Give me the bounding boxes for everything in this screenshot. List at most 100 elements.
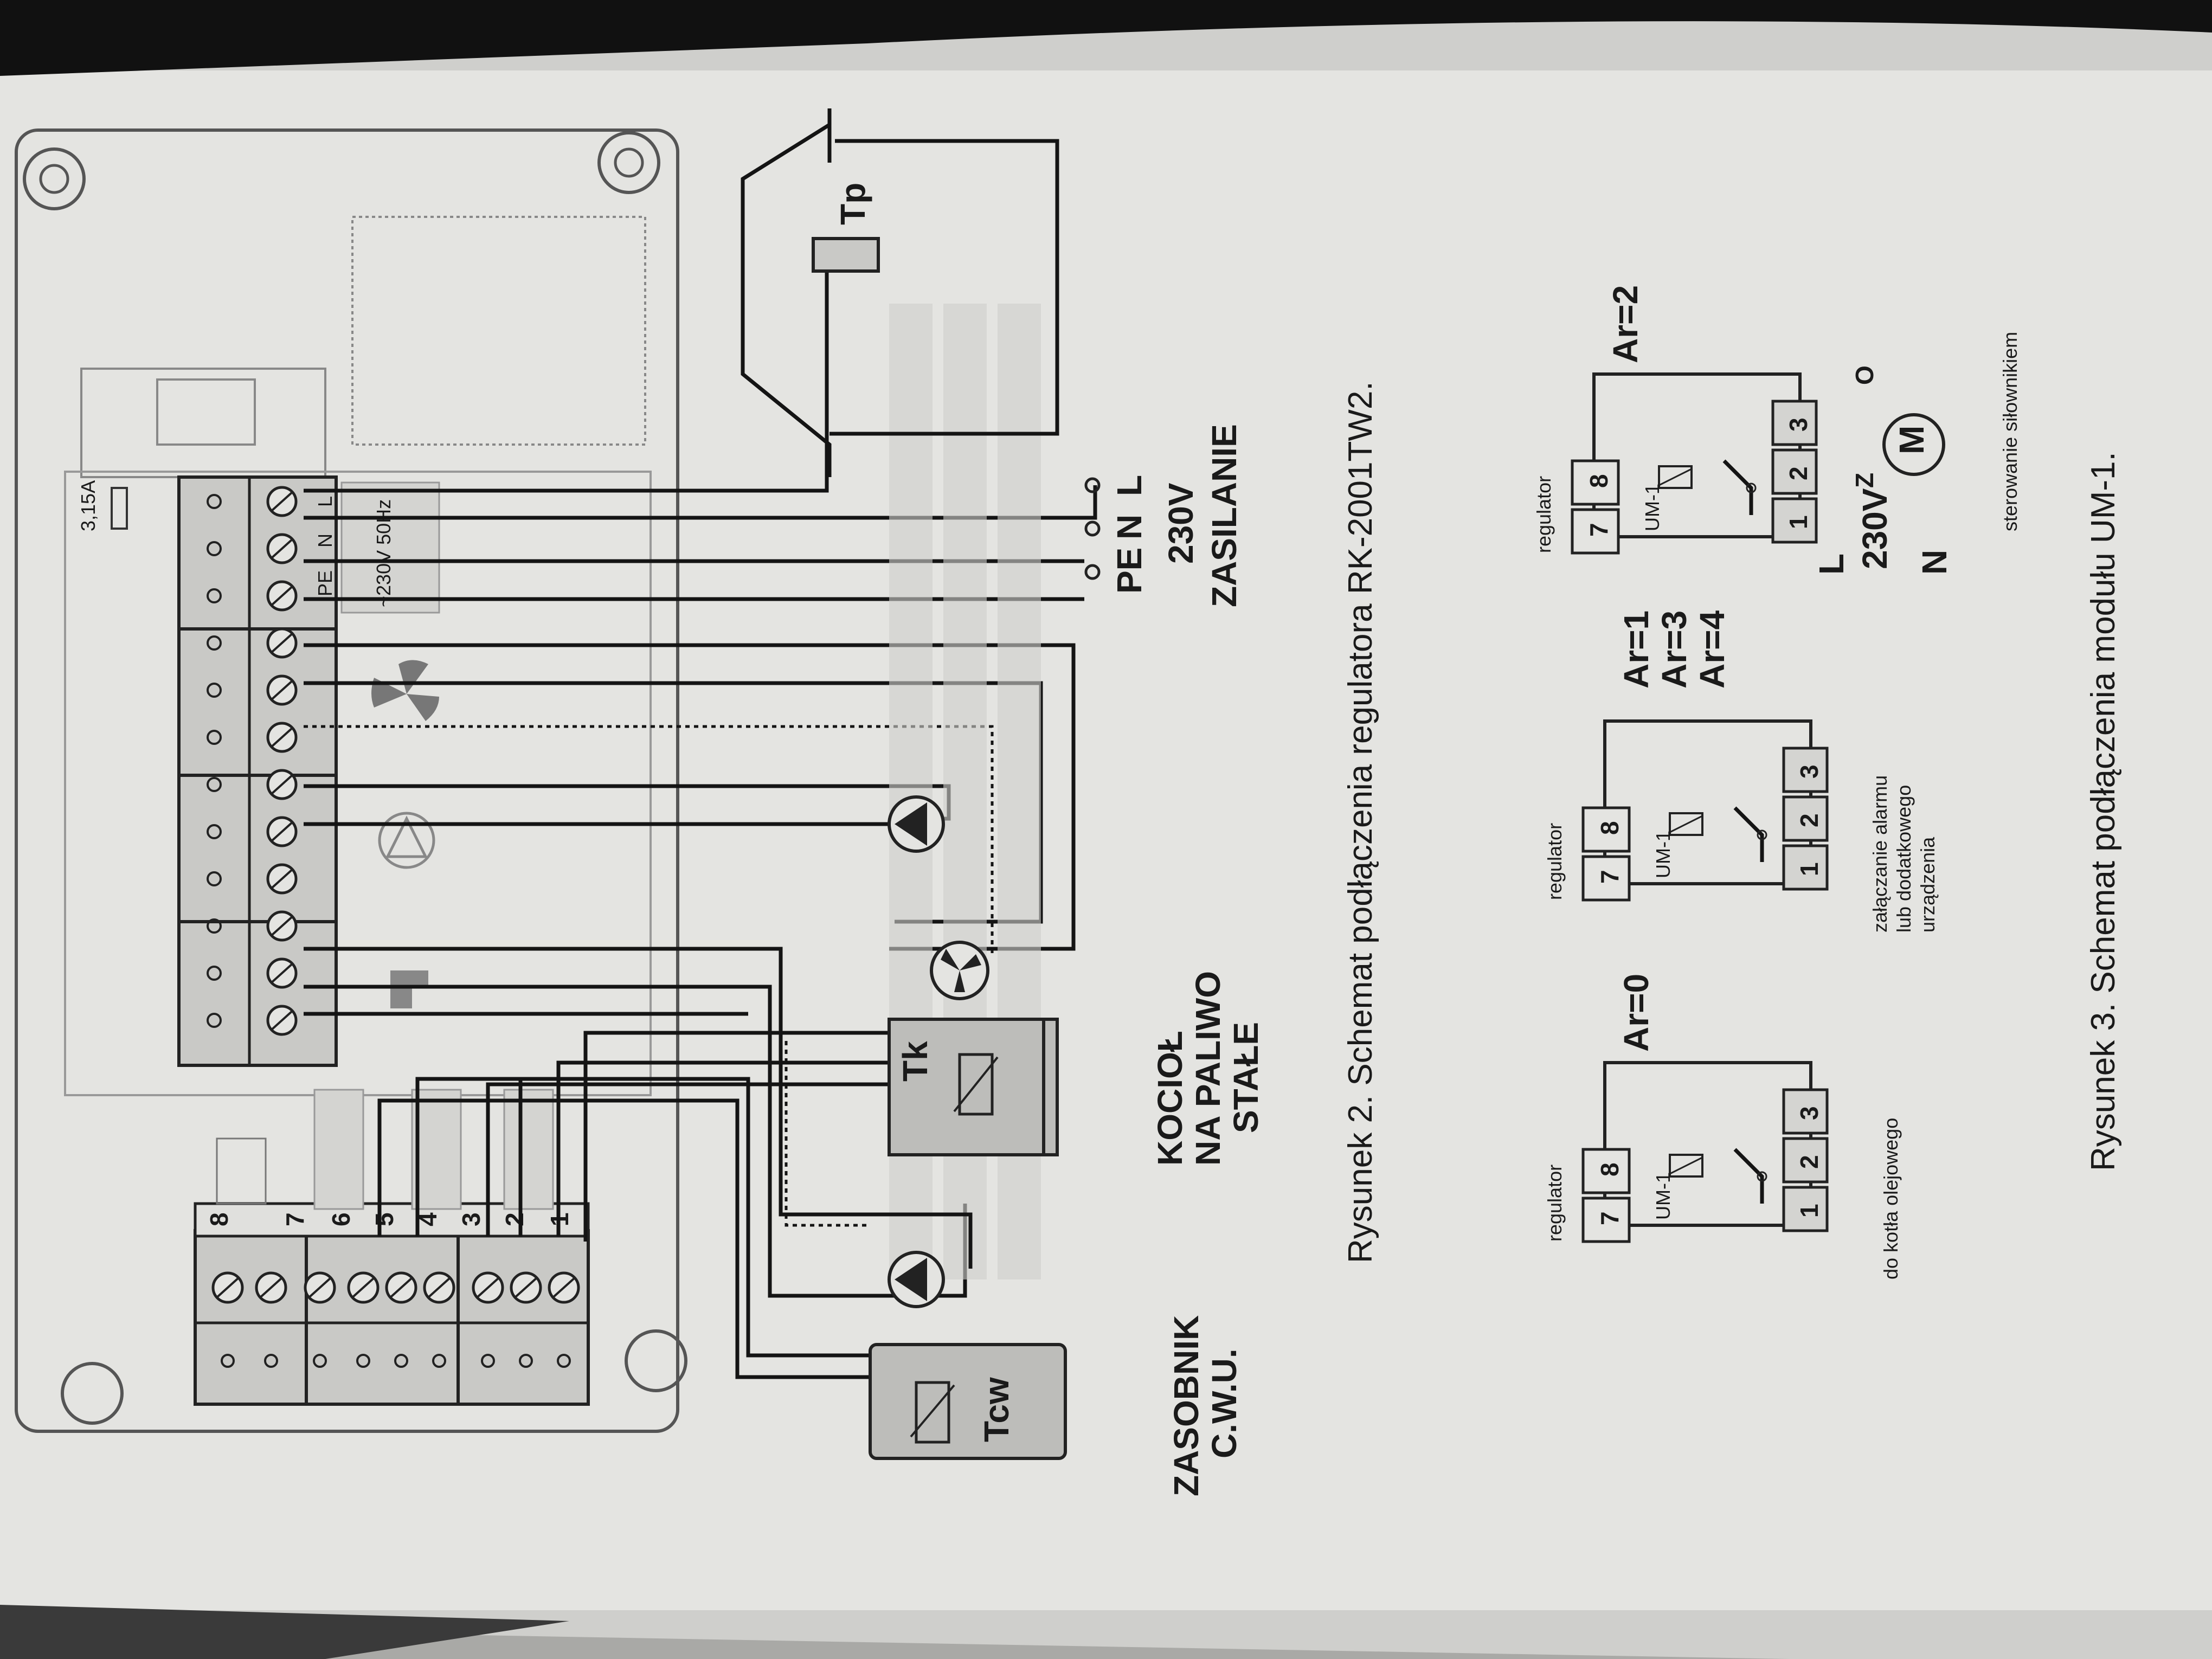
- power-supply: PE N L 230V ZASILANIE: [1084, 424, 1244, 607]
- pump-icon: [378, 812, 435, 869]
- top-terminal-strip: [177, 475, 338, 1067]
- module-mode: Ar=3: [1655, 610, 1694, 689]
- module-pin: 3: [1795, 764, 1823, 779]
- module-neutral-label: N: [1915, 550, 1954, 575]
- module-pin: 2: [1784, 466, 1812, 480]
- power-pin-l: L: [1110, 475, 1149, 496]
- module-pin: 8: [1596, 821, 1624, 835]
- module-description: sterowanie siłownikiem: [1999, 332, 2021, 531]
- boiler-label-2: NA PALIWO: [1188, 971, 1227, 1166]
- screw-hole: [207, 1013, 222, 1028]
- terminal-number: 8: [205, 1212, 233, 1226]
- screw-hole: [207, 494, 222, 509]
- screw-hole: [481, 1354, 495, 1368]
- terminal-pictograms: ~230V 50Hz L N PE: [314, 481, 440, 1008]
- motor-o-label: O: [1850, 365, 1879, 385]
- boiler-fan-icon: [930, 941, 989, 1000]
- screw-hole: [264, 1354, 278, 1368]
- figure3-caption: Rysunek 3. Schemat podłączenia modułu UM…: [2085, 452, 2122, 1171]
- terminal-label-pe: PE: [314, 570, 336, 596]
- module-pin: 3: [1784, 417, 1812, 432]
- screw-hole: [356, 1354, 370, 1368]
- terminal-number: 5: [370, 1212, 398, 1226]
- top-terminal-screws: [207, 486, 298, 1036]
- fuse-label: 3,15A: [77, 480, 99, 531]
- dark-top-edge: [0, 0, 2212, 76]
- screw-hole: [313, 1354, 327, 1368]
- power-voltage: 230V: [1161, 483, 1200, 564]
- module-name: UM-1: [1652, 1172, 1674, 1220]
- bottom-terminal-screws: [211, 1271, 580, 1368]
- module-regulator-label: regulator: [1544, 1165, 1566, 1242]
- screw-hole: [207, 824, 222, 839]
- motor-z-label: Z: [1850, 473, 1879, 488]
- tank-label-1: ZASOBNIK: [1167, 1315, 1206, 1496]
- power-pin-n: N: [1110, 515, 1149, 539]
- screw-hole: [207, 683, 222, 698]
- bottom-terminal-strip: [194, 1202, 590, 1406]
- fuse: 3,15A: [77, 480, 128, 531]
- screw-hole: [207, 918, 222, 934]
- module-mode: Ar=4: [1693, 610, 1732, 689]
- module-pin: 7: [1585, 523, 1613, 537]
- boiler-label-1: KOCIOŁ: [1150, 1031, 1189, 1166]
- module-description: załączanie alarmu: [1869, 775, 1891, 933]
- module-pin: 8: [1596, 1162, 1624, 1176]
- pump-cwu-icon: [884, 1212, 973, 1308]
- module-description: lub dodatkowego: [1893, 785, 1915, 933]
- sensor-tp-label: Tp: [833, 183, 872, 225]
- module-pin: 1: [1795, 862, 1823, 876]
- terminal-label-n: N: [314, 533, 336, 548]
- module-pin: 7: [1596, 1211, 1624, 1225]
- screw-hole: [557, 1354, 571, 1368]
- tank-label-2: C.W.U.: [1205, 1348, 1244, 1458]
- module-description: urządzenia: [1917, 837, 1939, 933]
- module-pin: 2: [1795, 1155, 1823, 1169]
- boiler-label: KOCIOŁ NA PALIWO STAŁE: [1150, 971, 1265, 1166]
- screw-hole: [207, 777, 222, 792]
- screw-hole: [432, 1354, 446, 1368]
- tap-icon: [390, 970, 428, 1008]
- module-pin: 3: [1795, 1106, 1823, 1120]
- screw-hole: [207, 541, 222, 556]
- boiler-label-3: STAŁE: [1226, 1022, 1265, 1133]
- pump-co-icon: [888, 795, 945, 853]
- module-pin: 2: [1795, 813, 1823, 827]
- module-pin: 1: [1795, 1204, 1823, 1218]
- terminal-number: 6: [327, 1212, 355, 1226]
- module-line-label: L: [1812, 554, 1851, 575]
- module-name: UM-1: [1652, 831, 1674, 878]
- terminal-number: 3: [457, 1212, 485, 1226]
- supply-rating: ~230V 50Hz: [372, 499, 395, 607]
- bottom-pictograms: [216, 1089, 554, 1210]
- screw-hole: [221, 1354, 235, 1368]
- module-pin: 1: [1784, 515, 1812, 529]
- tank-label: ZASOBNIK C.W.U.: [1167, 1315, 1244, 1496]
- sensor-tcw-label: Tcw: [977, 1377, 1016, 1442]
- screw-hole: [519, 1354, 533, 1368]
- fan-icon: [371, 660, 439, 721]
- module-pin: 8: [1585, 474, 1613, 488]
- screw-hole: [207, 966, 222, 981]
- boiler-tk: Tk: [888, 1018, 1059, 1156]
- tank-tcw: Tcw: [869, 1343, 1067, 1460]
- screw-hole: [394, 1354, 408, 1368]
- motor-icon: [1882, 413, 1945, 476]
- module-voltage: 230V: [1855, 488, 1894, 569]
- terminal-number: 7: [281, 1212, 309, 1226]
- screw-hole: [207, 730, 222, 745]
- module-name: UM-1: [1641, 484, 1663, 531]
- screw-hole: [207, 588, 222, 603]
- module-mode: Ar=1: [1617, 610, 1656, 689]
- power-pin-pe: PE: [1110, 548, 1149, 594]
- sensor-tk-label: Tk: [896, 1041, 935, 1082]
- module-mode: Ar=2: [1606, 285, 1645, 363]
- screw-hole: [207, 871, 222, 886]
- screw-hole: [207, 635, 222, 651]
- module-regulator-label: regulator: [1544, 823, 1566, 900]
